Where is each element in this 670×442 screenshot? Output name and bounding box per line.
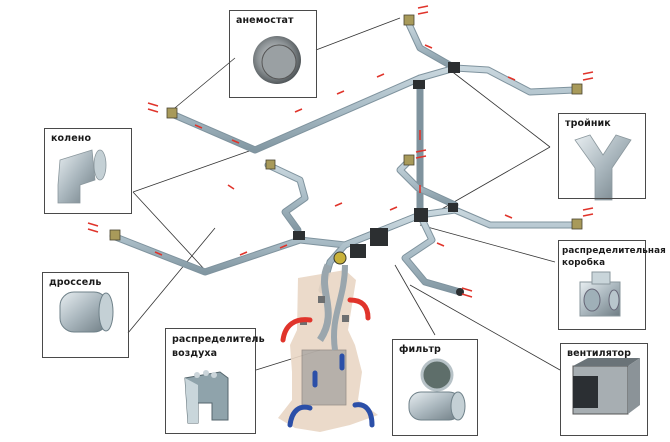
vent-grilles <box>109 14 583 241</box>
leader-lines <box>127 17 561 371</box>
air-distributor-illustration <box>184 370 229 424</box>
callout-filter: фильтр <box>392 339 478 436</box>
anemostat-illustration <box>253 36 301 84</box>
callout-label-filter: фильтр <box>399 344 441 355</box>
callout-anemostat: анемостат <box>229 10 317 98</box>
callout-label-anemostat: анемостат <box>236 15 294 26</box>
warm-air-markers <box>87 5 594 298</box>
duct-network <box>109 18 579 296</box>
callout-distribution-box: распределительная коробка <box>558 240 666 330</box>
callout-fan: вентилятор <box>560 343 648 436</box>
fireplace <box>278 263 378 432</box>
distribution-box-illustration <box>579 271 621 317</box>
fan-illustration <box>572 358 640 415</box>
fan-inlet <box>333 251 347 265</box>
hot-air-arrows <box>280 297 371 343</box>
cold-air-arrows <box>287 353 375 428</box>
callout-label-distribution-box: распределительная коробка <box>562 246 666 268</box>
damper-illustration <box>59 291 114 333</box>
callout-label-tee: тройник <box>565 118 611 129</box>
callout-elbow: колено <box>44 128 132 214</box>
callout-air-distributor: распределитель воздуха <box>165 328 265 434</box>
elbow-illustration <box>57 149 107 204</box>
callout-label-air-distributor: распределитель воздуха <box>172 334 265 359</box>
callout-label-fan: вентилятор <box>567 348 632 359</box>
callout-tee: тройник <box>558 113 646 199</box>
callout-label-elbow: колено <box>51 133 92 144</box>
junction-boxes <box>293 62 460 258</box>
callout-damper: дроссель <box>42 272 129 358</box>
filter-illustration <box>408 358 466 421</box>
callout-label-damper: дроссель <box>49 277 102 288</box>
tee-illustration <box>574 134 632 201</box>
